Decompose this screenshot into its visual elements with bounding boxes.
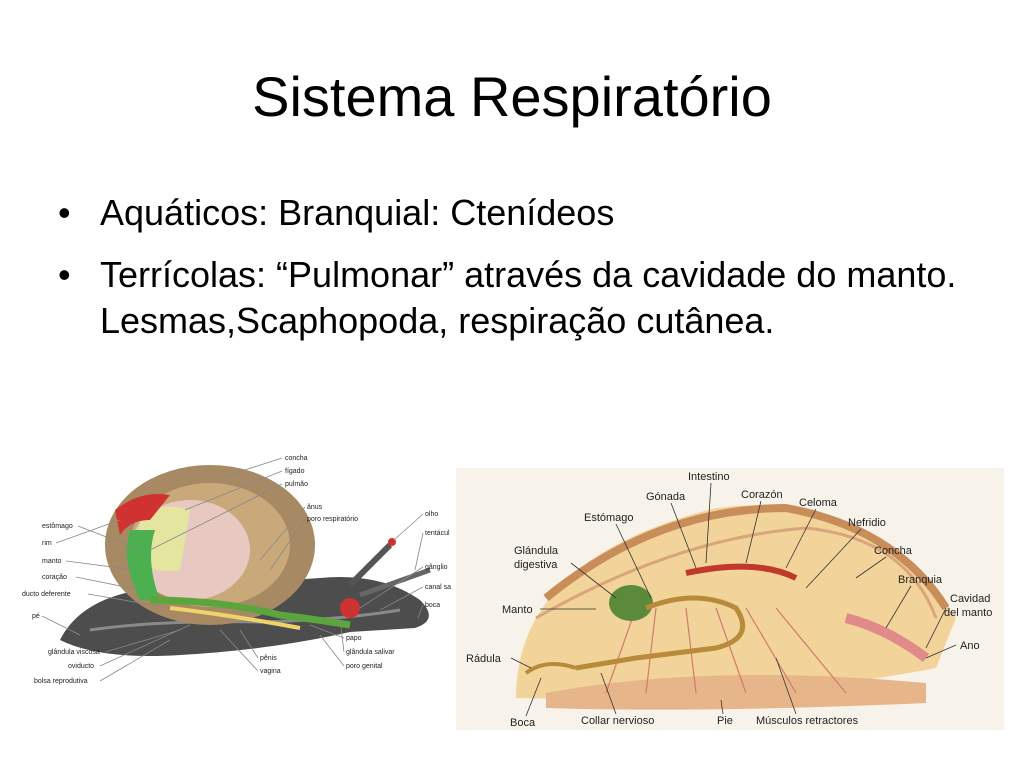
label-vagina: vagina (260, 668, 281, 675)
heart (685, 563, 798, 581)
label-digestiva: digestiva (514, 559, 558, 571)
label-ducto-deferente: ducto deferente (22, 591, 71, 598)
snail-anatomy-figure: concha fígado pulmão ânus poro respirató… (20, 450, 460, 700)
bullet-marker: • (58, 254, 71, 295)
label-estomago: estômago (42, 523, 73, 530)
label-oviducto: oviducto (68, 663, 94, 670)
label-tentaculo: tentácul (425, 530, 450, 537)
label-coracao: coração (42, 574, 67, 581)
snail-leader-lines (41, 457, 424, 682)
label-bolsa-reprodutiva: bolsa reprodutiva (34, 678, 88, 685)
mollusk-labels: Intestino Gónada Corazón Celoma Estómago… (466, 471, 992, 729)
digestive-gland (609, 585, 653, 621)
label-manto: manto (42, 558, 62, 565)
label-cavidad: Cavidad (950, 593, 990, 605)
label-penis: pênis (260, 655, 277, 662)
mollusk-foot (546, 675, 926, 710)
label-anus: ânus (307, 504, 323, 511)
digestive-tract (149, 596, 351, 629)
radula (524, 662, 577, 675)
lower-tentacle (359, 567, 431, 598)
label-celoma: Celoma (799, 497, 838, 509)
mollusk-body (516, 505, 956, 699)
label-olho: olho (425, 511, 438, 518)
snail-labels: concha fígado pulmão ânus poro respirató… (22, 455, 451, 685)
label-ganglio: gânglio (425, 564, 448, 571)
label-corazon: Corazón (741, 489, 783, 501)
label-collar-nervioso: Collar nervioso (581, 715, 654, 727)
label-musculos-retractores: Músculos retractores (756, 715, 859, 727)
label-figado: fígado (285, 468, 305, 475)
label-poro-genital: poro genital (346, 663, 383, 670)
mantle-line (535, 526, 938, 620)
label-pie: Pie (717, 715, 733, 727)
mollusk-anatomy-diagram: Intestino Gónada Corazón Celoma Estómago… (456, 468, 1004, 730)
lung (126, 530, 160, 600)
bullet-text: Aquáticos: Branquial: Ctenídeos (100, 192, 615, 233)
label-pulmao: pulmão (285, 481, 308, 488)
label-glandula-salivar: glândula salivar (346, 649, 395, 656)
label-boca: boca (425, 602, 440, 609)
label-radula: Rádula (466, 653, 502, 665)
label-pe: pé (32, 613, 40, 620)
slide-title: Sistema Respiratório (252, 65, 772, 128)
label-rim: rim (42, 540, 52, 547)
label-nefridio: Nefridio (848, 517, 886, 529)
label-glandula-viscosa: glândula viscosa (48, 649, 100, 656)
label-intestino: Intestino (688, 471, 730, 483)
label-poro-respiratorio: poro respiratório (307, 516, 358, 523)
bullet-marker: • (58, 192, 71, 233)
label-papo: papo (346, 635, 362, 642)
label-concha: concha (285, 455, 308, 462)
label-branquia: Branquia (898, 574, 943, 586)
label-gonada: Gónada (646, 491, 686, 503)
label-ano: Ano (960, 640, 980, 652)
snail-anatomy-diagram: concha fígado pulmão ânus poro respirató… (22, 455, 451, 685)
ganglion (340, 598, 360, 618)
mollusk-shell (543, 503, 950, 611)
mollusk-anatomy-figure: Intestino Gónada Corazón Celoma Estómago… (456, 468, 1004, 730)
label-del-manto: del manto (944, 607, 992, 619)
bullet-text: Terrícolas: “Pulmonar” através da cavida… (100, 254, 957, 341)
label-concha: Concha (874, 545, 913, 557)
bullet-item: • Terrícolas: “Pulmonar” através da cavi… (58, 252, 988, 344)
mollusk-leader-lines (510, 482, 957, 717)
label-boca: Boca (510, 717, 536, 729)
label-glandula: Glándula (514, 545, 559, 557)
label-estomago: Estómago (584, 512, 634, 524)
bullet-item: • Aquáticos: Branquial: Ctenídeos (58, 190, 988, 236)
retractor-muscles (605, 607, 847, 694)
gill (844, 613, 929, 663)
label-manto: Manto (502, 604, 533, 616)
intestine (575, 595, 746, 671)
upper-tentacle (347, 542, 393, 588)
kidney (115, 494, 170, 535)
bullet-list: • Aquáticos: Branquial: Ctenídeos • Terr… (58, 190, 988, 360)
oviduct (169, 606, 301, 630)
label-canal: canal sa (425, 584, 451, 591)
